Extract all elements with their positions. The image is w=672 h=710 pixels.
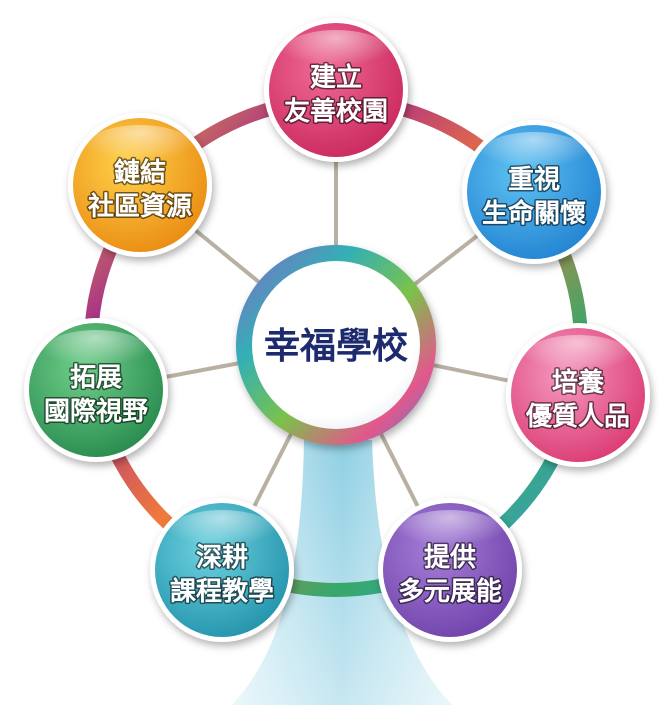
- node-label-line2: 友善校園: [284, 96, 388, 127]
- node-label-line1: 深耕: [196, 543, 248, 573]
- node-group: 建立友善校園重視生命關懷培養優質人品提供多元展能深耕課程教學拓展國際視野鏈結社區…: [24, 18, 650, 642]
- center-hub: 幸福學校: [236, 245, 436, 445]
- node-shine: [476, 132, 592, 184]
- node-label-line2: 優質人品: [525, 402, 630, 432]
- node-shine: [520, 335, 636, 387]
- center-label: 幸福學校: [264, 326, 408, 367]
- node-label-line1: 培養: [552, 368, 605, 398]
- node-label-line2: 社區資源: [88, 191, 192, 222]
- node-label-line1: 提供: [424, 543, 476, 573]
- node-label-line2: 國際視野: [44, 397, 148, 427]
- node-shine: [278, 30, 394, 82]
- node-label-line1: 拓展: [70, 363, 122, 393]
- node-label-line1: 重視: [508, 165, 560, 195]
- node-label-line1: 建立: [310, 62, 362, 93]
- node-shine: [82, 125, 198, 177]
- wheel-stand-highlight: [232, 440, 452, 705]
- node-label-line1: 鏈結: [114, 157, 166, 188]
- node-shine: [38, 330, 154, 382]
- node-shine: [164, 510, 280, 562]
- node-shine: [392, 510, 508, 562]
- node-label-line2: 生命關懷: [482, 198, 586, 229]
- node-label-line2: 課程教學: [170, 576, 274, 607]
- node-label-line2: 多元展能: [398, 576, 502, 607]
